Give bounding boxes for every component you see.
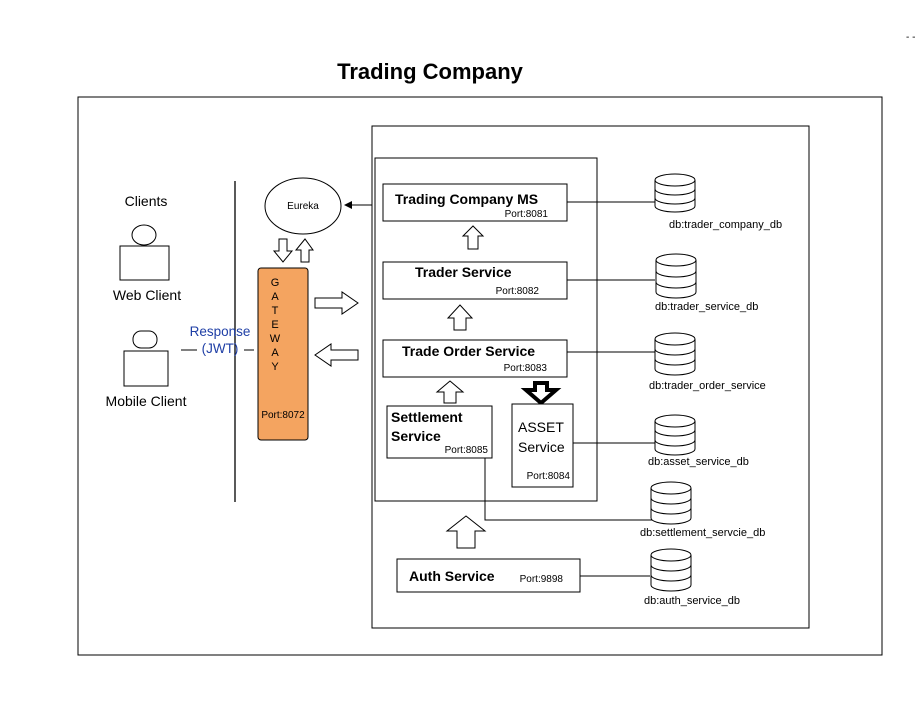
gateway-letter: E xyxy=(271,319,278,331)
gateway-to-services-arrow xyxy=(314,291,359,315)
web-client-icon xyxy=(119,224,170,281)
auth-db-label: db:auth_service_db xyxy=(644,595,740,607)
trade-order-to-trader-arrow xyxy=(446,304,474,331)
services-frame xyxy=(371,125,810,629)
mobile-client-label: Mobile Client xyxy=(106,393,187,409)
database-icon xyxy=(650,548,692,592)
diagram-title: Trading Company xyxy=(337,59,524,84)
trading-company-ms-port: Port:8081 xyxy=(505,209,549,220)
corner-mark: - - xyxy=(906,32,915,43)
asset-db-label: db:asset_service_db xyxy=(648,456,749,468)
response-jwt-label: (JWT) xyxy=(202,341,239,356)
trader-service-label: Trader Service xyxy=(415,264,512,280)
gateway-port: Port:8072 xyxy=(261,410,305,421)
database-icon xyxy=(654,332,696,376)
gateway-letter: T xyxy=(272,305,279,317)
services-to-gateway-arrow xyxy=(314,343,359,367)
settlement-to-trade-order-arrow xyxy=(435,380,465,404)
eureka-node[interactable] xyxy=(264,177,342,235)
asset-service-port: Port:8084 xyxy=(527,471,571,482)
gateway-letter: A xyxy=(271,291,279,303)
auth-service-port: Port:9898 xyxy=(520,574,564,585)
trader-service-port: Port:8082 xyxy=(496,286,540,297)
asset-service-box[interactable] xyxy=(511,403,574,488)
asset-service-label-line2: Service xyxy=(518,439,565,455)
trader-service-db-label: db:trader_service_db xyxy=(655,301,758,313)
auth-to-services-arrow xyxy=(445,515,487,549)
trade-order-service-port: Port:8083 xyxy=(504,363,548,374)
core-services-frame xyxy=(374,157,598,502)
trade-order-service-label: Trade Order Service xyxy=(402,343,535,359)
gateway-letter: W xyxy=(270,333,281,345)
eureka-label: Eureka xyxy=(287,201,319,212)
database-icon xyxy=(654,414,696,456)
auth-service-box[interactable] xyxy=(396,558,581,593)
gateway-letter: G xyxy=(271,277,280,289)
settlement-db-label: db:settlement_servcie_db xyxy=(640,527,765,539)
response-label: Response xyxy=(190,324,251,339)
database-icon xyxy=(655,253,697,299)
trade-order-to-asset-arrow xyxy=(520,381,562,406)
gateway-letter: A xyxy=(271,347,279,359)
trade-order-service-box[interactable] xyxy=(382,339,568,378)
auth-service-label: Auth Service xyxy=(409,568,495,584)
settlement-service-port: Port:8085 xyxy=(445,445,489,456)
outer-frame xyxy=(77,96,883,656)
database-icon xyxy=(654,173,696,213)
asset-service-label: ASSET xyxy=(518,419,564,435)
gateway-to-eureka-arrow xyxy=(294,238,314,263)
settlement-db-connector xyxy=(484,458,660,521)
trader-company-db-label: db:trader_company_db xyxy=(669,219,782,231)
trader-to-trading-company-arrow xyxy=(461,225,485,250)
settlement-service-label-line2: Service xyxy=(391,428,441,444)
mobile-client-icon xyxy=(123,330,169,387)
gateway-letter: Y xyxy=(271,361,279,373)
web-client-label: Web Client xyxy=(113,287,181,303)
trading-company-ms-label: Trading Company MS xyxy=(395,191,538,207)
database-icon xyxy=(650,481,692,525)
clients-heading: Clients xyxy=(125,193,168,209)
settlement-service-label: Settlement xyxy=(391,409,463,425)
eureka-to-gateway-arrow xyxy=(272,238,294,263)
trader-order-db-label: db:trader_order_service xyxy=(649,380,766,392)
gateway-box[interactable] xyxy=(257,267,309,441)
settlement-service-box[interactable] xyxy=(386,405,493,459)
